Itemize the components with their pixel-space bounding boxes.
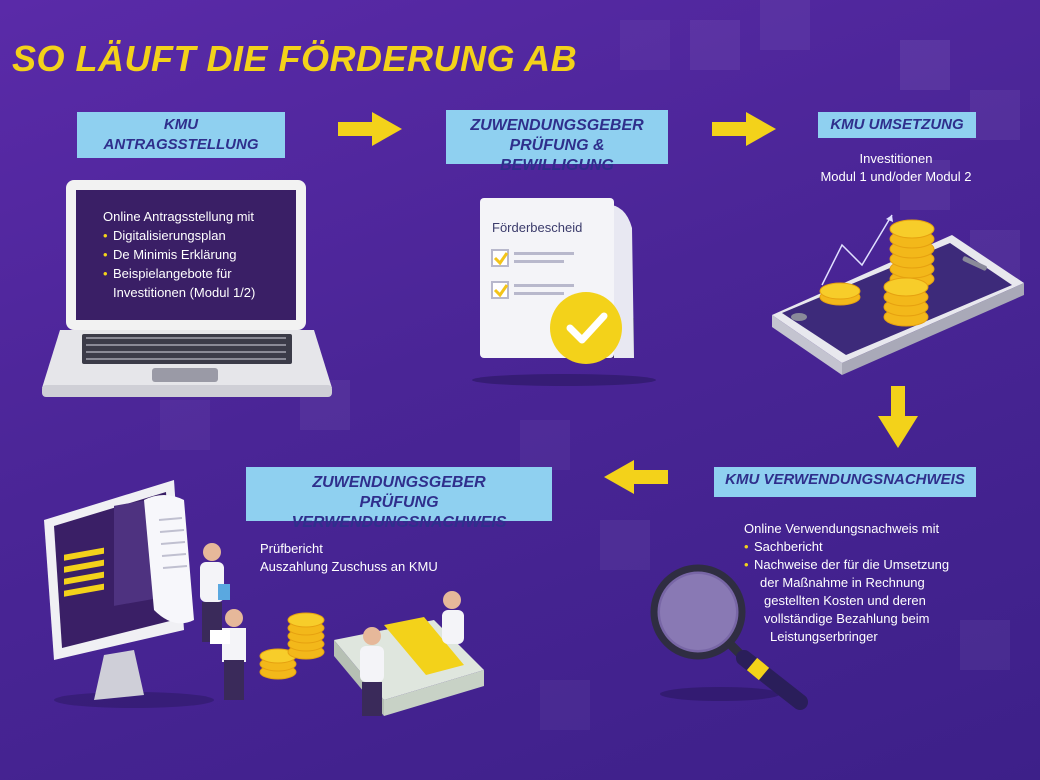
step-label-umsetzung: KMU UMSETZUNG xyxy=(818,112,976,138)
step-label-line1: ZUWENDUNGSGEBER xyxy=(312,474,486,491)
arrow-down-icon xyxy=(878,386,918,448)
verwendung-line: vollständige Bezahlung beim xyxy=(764,611,930,626)
step-label-verwendungsnachweis: KMU VERWENDUNGSNACHWEIS xyxy=(714,467,976,497)
computer-people-money-icon xyxy=(44,480,484,716)
phone-coins-icon xyxy=(772,214,1024,375)
arrow-right-icon xyxy=(712,112,776,146)
step-label-text: KMU VERWENDUNGSNACHWEIS xyxy=(725,471,965,488)
step-label-text: KMU ANTRAGSSTELLUNG xyxy=(103,116,259,153)
laptop-list: Digitalisierungsplan De Minimis Erklärun… xyxy=(103,226,293,283)
list-item: Digitalisierungsplan xyxy=(103,226,293,245)
step-label-line2: PRÜFUNG VERWENDUNGSNACHWEIS xyxy=(291,494,507,531)
document-check-icon xyxy=(472,198,656,386)
step-label-line1: ZUWENDUNGSGEBER xyxy=(470,117,644,134)
verwendung-line: gestellten Kosten und deren xyxy=(764,593,926,608)
list-item: Nachweise der für die Umsetzung xyxy=(744,556,994,574)
laptop-intro: Online Antragsstellung mit xyxy=(103,209,255,224)
step-label-pruefung-bewilligung: ZUWENDUNGSGEBER PRÜFUNG & BEWILLIGUNG xyxy=(446,110,668,174)
step-label-antragsstellung: KMU ANTRAGSSTELLUNG xyxy=(77,112,285,158)
verwendung-line: Leistungserbringer xyxy=(770,629,878,644)
umsetzung-line2: Modul 1 und/oder Modul 2 xyxy=(820,169,972,184)
laptop-continuation: Investitionen (Modul 1/2) xyxy=(113,285,256,300)
umsetzung-text: Investitionen Modul 1 und/oder Modul 2 xyxy=(800,150,992,186)
list-item: De Minimis Erklärung xyxy=(103,245,293,264)
arrow-right-icon xyxy=(338,112,402,146)
document-title: Förderbescheid xyxy=(492,220,583,235)
verwendung-intro: Online Verwendungsnachweis mit xyxy=(744,521,940,536)
step-label-pruefung-verwendungsnachweis: ZUWENDUNGSGEBER PRÜFUNG VERWENDUNGSNACHW… xyxy=(246,467,552,531)
verwendung-list: Sachbericht Nachweise der für die Umsetz… xyxy=(744,538,994,574)
arrow-left-icon xyxy=(604,460,668,494)
umsetzung-line1: Investitionen xyxy=(859,151,933,166)
pruefung-vn-text: Prüfbericht Auszahlung Zuschuss an KMU xyxy=(260,540,500,576)
page-title: SO LÄUFT DIE FÖRDERUNG AB xyxy=(12,38,578,79)
step-label-line2: PRÜFUNG & BEWILLIGUNG xyxy=(500,137,614,174)
list-item: Sachbericht xyxy=(744,538,994,556)
verwendung-text: Online Verwendungsnachweis mit Sachberic… xyxy=(744,520,994,646)
pruefung-vn-line2: Auszahlung Zuschuss an KMU xyxy=(260,559,438,574)
laptop-screen-text: Online Antragsstellung mit Digitalisieru… xyxy=(103,207,293,302)
verwendung-line: der Maßnahme in Rechnung xyxy=(760,575,925,590)
step-label-text: KMU UMSETZUNG xyxy=(830,116,964,133)
list-item: Beispielangebote für xyxy=(103,264,293,283)
magnifier-icon xyxy=(650,564,808,710)
pruefung-vn-line1: Prüfbericht xyxy=(260,541,323,556)
